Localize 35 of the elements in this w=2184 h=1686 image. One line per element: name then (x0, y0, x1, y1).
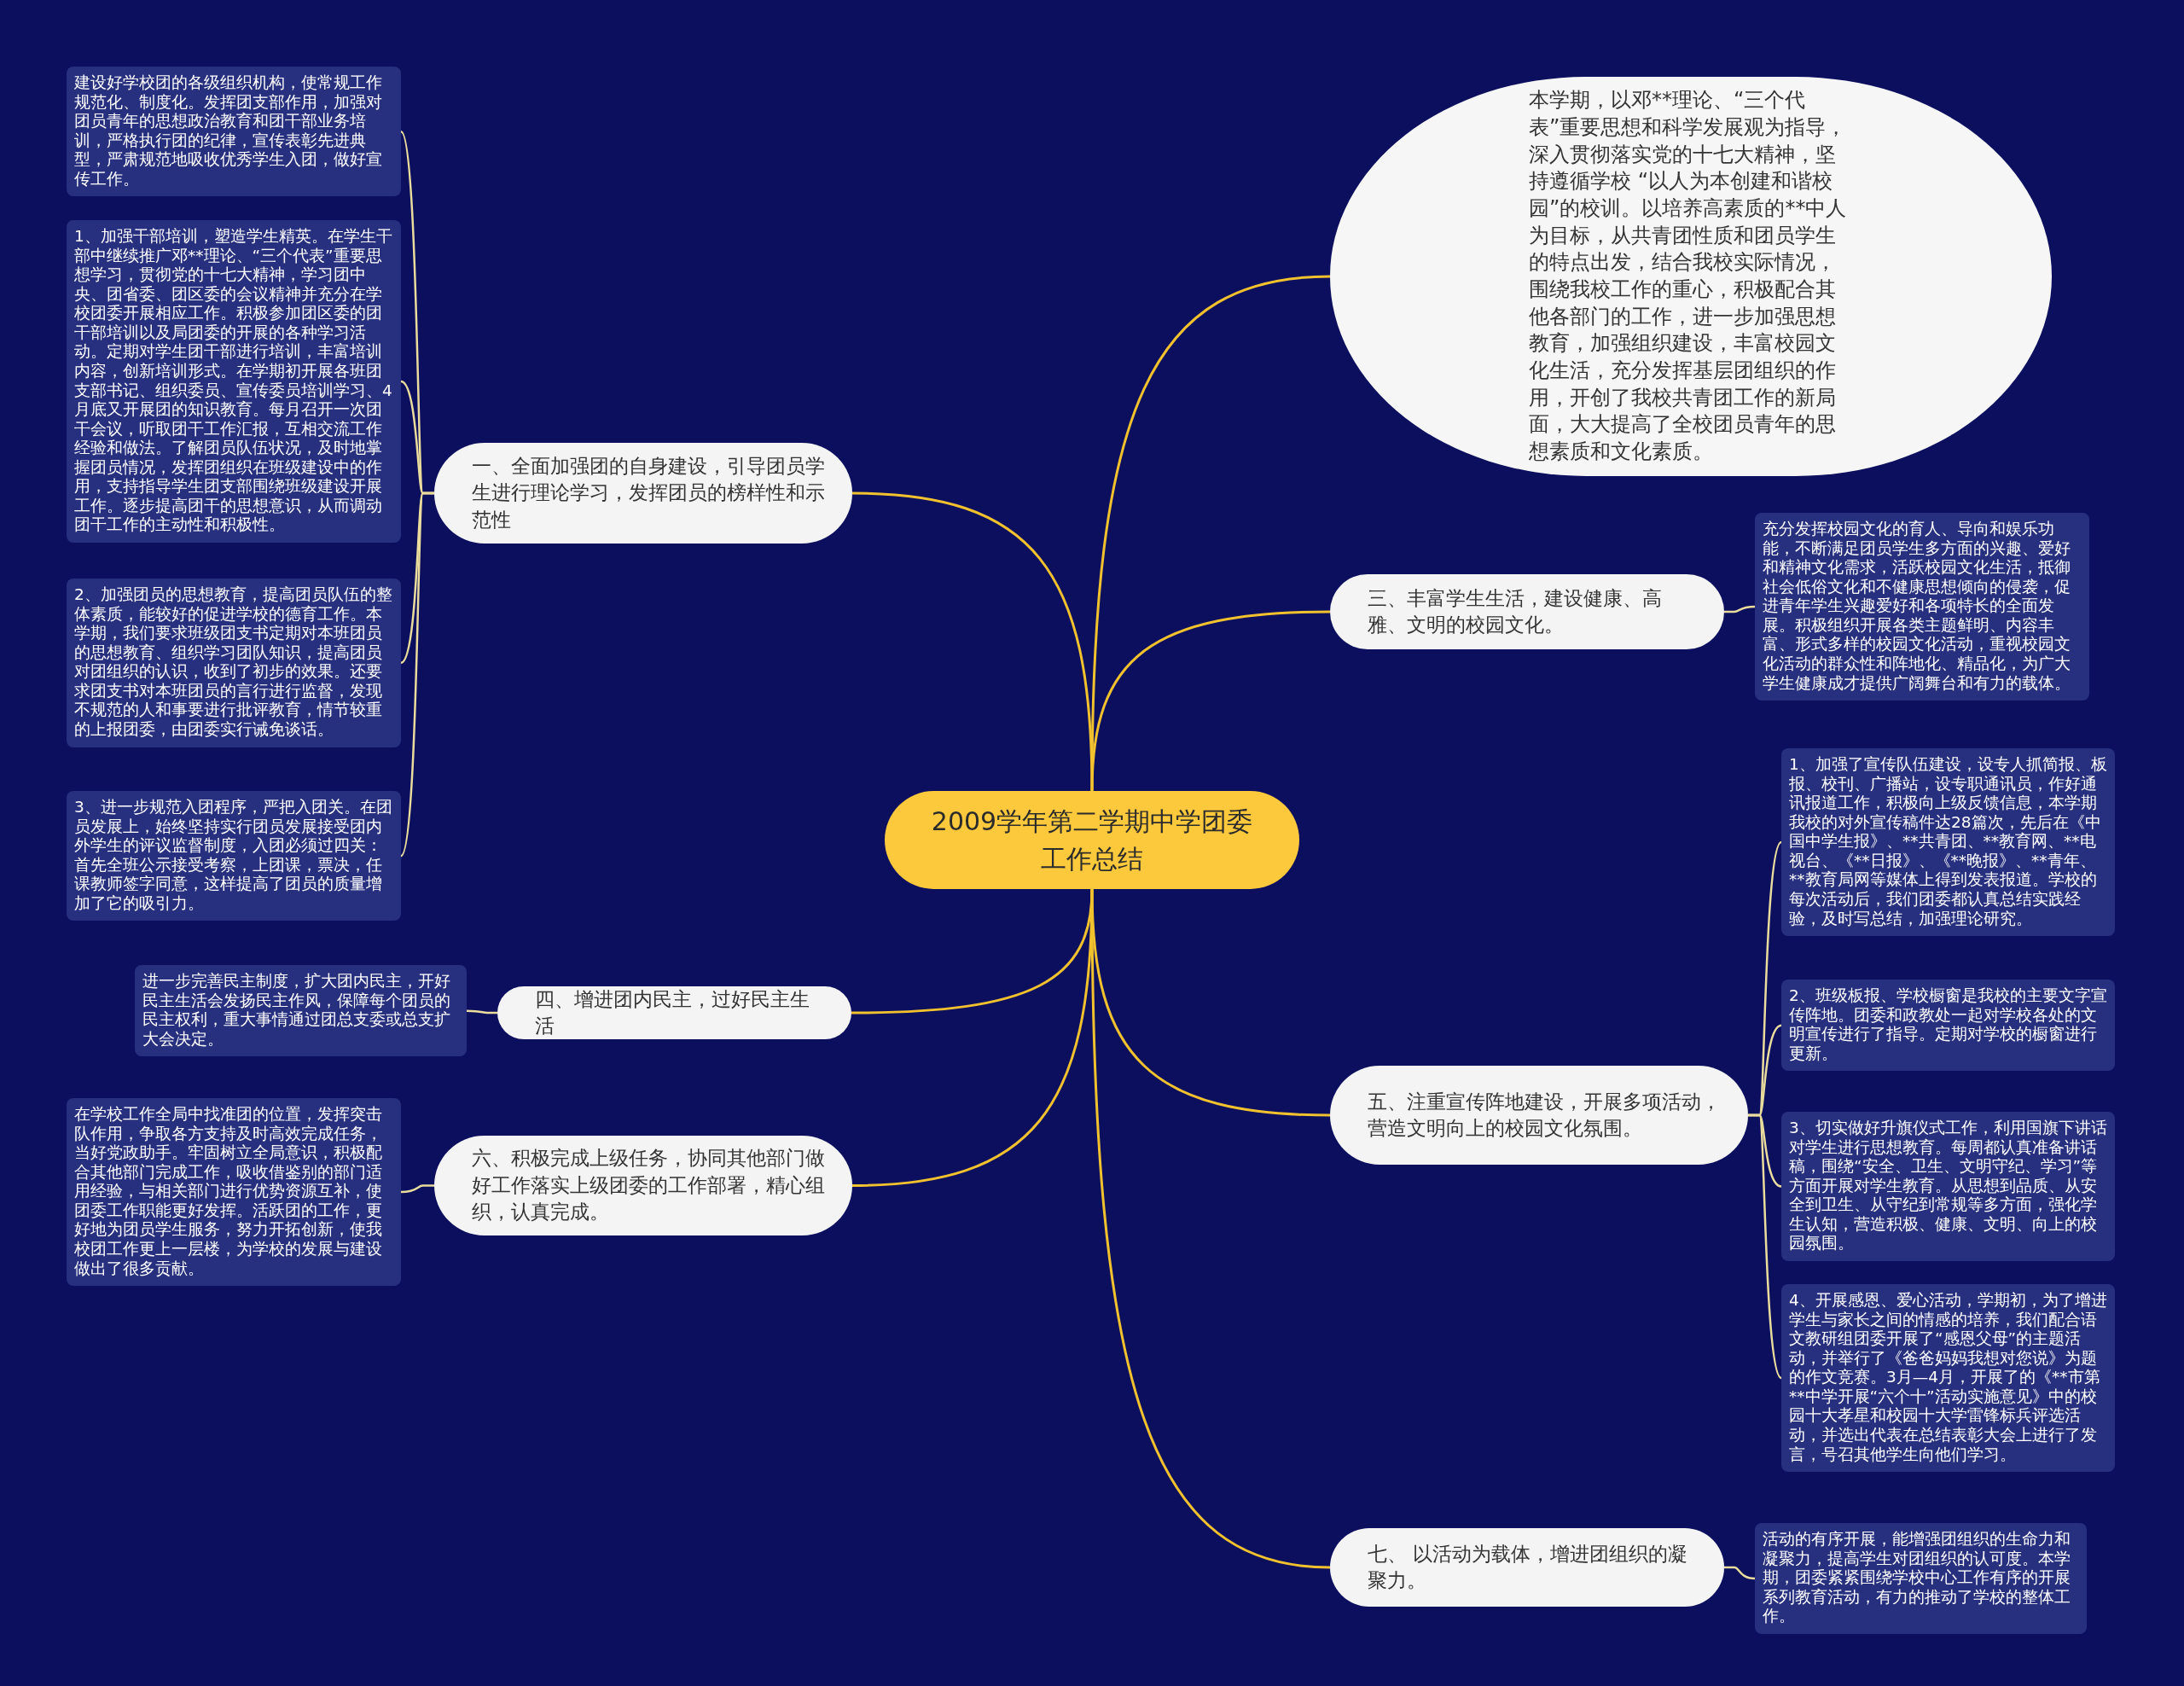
connector-line (1724, 605, 1756, 613)
node-text: 本学期，以邓**理论、“三个代表”重要思想和科学发展观为指导，深入贯彻落实党的十七大精神，坚持遵循学校 “以人为本创建和谐校园”的校训。以培养高素质的**中人为目标，从共青团性质和团员学生的特点出发，结合我校实际情况，围绕我校工作的重心，积极配合其他各部门的工作，进一步加强思想教育，加强组织建设，丰富校园文化生活，充分发挥基层团组织的作用，开创了我校共青团工作的新局面，大大提高了全校团员青年的思想素质和文化素质。 (1529, 87, 1848, 466)
node-text: 进一步完善民主制度，扩大团内民主，开好民主生活会发扬民主作风，保障每个团员的民主权利，重大事情通过团总支委或总支扩大会决定。 (142, 972, 451, 1049)
node-text: 三、丰富学生生活，建设健康、高雅、文明的校园文化。 (1368, 585, 1663, 637)
node-text: 3、切实做好升旗仪式工作，利用国旗下讲话对学生进行思想教育。每周都认真准备讲话稿，围绕“安全、卫生、文明守纪、学习”等方面开展对学生教育。从思想到品质、从安全到卫生、从守纪到常规等多方面，强化学生认知，营造积极、健康、文明、向上的校园氛围。 (1789, 1119, 2107, 1253)
node-text: 四、增进团内民主，过好民主生活 (535, 986, 810, 1038)
node-text: 七、 以活动为载体，增进团组织的凝聚力。 (1368, 1541, 1689, 1593)
node-text: 3、进一步规范入团程序，严把入团关。在团员发展上，始终坚持实行团员发展接受团内外学生的评议监督制度，入团必须过四关：首先全班公示接受考察，上团课，票决，任课教师签字同意，这样提高了团员的质量增加了它的吸引力。 (74, 798, 393, 914)
node-text: 在学校工作全局中找准团的位置，发挥突击队作用，争取各方支持及时高效完成任务，当好党政助手。牢固树立全局意识，积极配合其他部门完成工作，吸收借鉴别的部门适用经验，与相关部门进行优势资源互补，使团委工作职能更好发挥。活跃团的工作，更好地为团员学生服务，努力开拓创新，使我校团工作更上一层楼，为学校的发展与建设做出了很多贡献。 (74, 1105, 383, 1279)
detail-note (135, 965, 467, 1057)
detail-note (67, 67, 401, 197)
connector-line (467, 1009, 497, 1015)
node-text: 4、开展感恩、爱心活动，学期初，为了增进学生与家长之间的情感的培养，我们配合语文教研组团委开展了“感恩父母”的主题活动，并举行了《爸爸妈妈我想对您说》为题的作文竞赛。3月—4月，开展了的《**市第**中学开展“六个十”活动实施意见》中的校园十大孝星和校园十大学雷锋标兵评选活动，并选出代表在总结表彰大会上进行了发言，号召其他学生向他们学习。 (1789, 1291, 2107, 1465)
node-text: 六、积极完成上级任务，协同其他部门做好工作落实上级团委的工作部署，精心组织，认真完成。 (472, 1146, 826, 1225)
connector-line (1748, 1113, 1782, 1379)
node-text: 2、加强团员的思想教育，提高团员队伍的整体素质，能较好的促进学校的德育工作。本学期，我们要求班级团支书定期对本班团员的思想教育、组织学习团队知识，提高团员对团组织的认识，收到了初步的效果。还要求团支书对本班团员的言行进行监督，发现不规范的人和事要进行批评教育，情节较重的上报团委，由团委实行诫免谈话。 (74, 585, 393, 740)
node-text: 充分发挥校园文化的育人、导向和娱乐功能，不断满足团员学生多方面的兴趣、爱好和精神文化需求，活跃校园文化生活，抵御社会低俗文化和不健康思想倾向的侵袭，促进青年学生兴趣爱好和各项特长的全面发展。积极组织开展各类主题鲜明、内容丰富、形式多样的校园文化活动，重视校园文化活动的群众性和阵地化、精品化，为广大学生健康成才提供广阔舞台和有力的载体。 (1763, 520, 2071, 694)
node-text: 活动的有序开展，能增强团组织的生命力和凝聚力，提高学生对团组织的认可度。本学期，团委紧紧围绕学校中心工作有序的开展系列教育活动，有力的推动了学校的整体工作。 (1763, 1530, 2071, 1626)
connector-line (1724, 1566, 1756, 1580)
connector-line (1090, 610, 1331, 792)
node-text: 2009学年第二学期中学团委工作总结 (930, 805, 1254, 875)
node-text: 1、加强了宣传队伍建设，设专人抓简报、板报、校刊、广播站，设专职通讯员，作好通讯报道工作，积极向上级反馈信息，本学期我校的对外宣传稿件达28篇次，先后在《中国中学生报》、**共青团、**教育网、**电视台、《**日报》、《**晚报》、**青年、**教育局网等媒体上得到发表报道。学校的每次活动后，我们团委都认真总结实践经验，及时写总结，加强理论研究。 (1789, 755, 2107, 929)
connector-line (851, 888, 1094, 1187)
connector-line (1090, 275, 1331, 792)
connector-line (399, 491, 434, 857)
detail-note (67, 791, 401, 921)
connector-line (400, 1184, 434, 1194)
detail-note (1755, 1523, 2087, 1634)
connector-line (1090, 889, 1331, 1569)
node-text: 五、注重宣传阵地建设，开展多项活动，营造文明向上的校园文化氛围。 (1368, 1089, 1722, 1141)
node-text: 一、全面加强团的自身建设，引导团员学生进行理论学习，发挥团员的榜样性和示范性 (472, 453, 826, 532)
detail-note (1781, 980, 2115, 1072)
node-text: 2、班级板报、学校橱窗是我校的主要文字宣传阵地。团委和政教处一起对学校各处的文明宣传进行了指导。定期对学校的橱窗进行更新。 (1789, 986, 2107, 1064)
node-text: 1、加强干部培训，塑造学生精英。在学生干部中继续推广邓**理论、“三个代表”重要思想学习，贯彻党的十七大精神，学习团中央、团省委、团区委的会议精神并充分在学校团委开展相应工作。积极参加团区委的团干部培训以及局团委的开展的各种学习活动。定期对学生团干部进行培训，丰富培训内容，创新培训形式。在学期初开展各班团支部书记、组织委员、宣传委员培训学习、4月底又开展团的知识教育。每月召开一次团干会议，听取团干工作汇报，互相交流工作经验和做法。了解团员队伍状况，及时地掌握团员情况，发挥团组织在班级建设中的作用，支持指导学生团支部围绕班级建设开展工作。逐步提高团干的思想意识，从而调动团干工作的主动性和积极性。 (74, 227, 393, 535)
node-text: 建设好学校团的各级组织机构，使常规工作规范化、制度化。发挥团支部作用，加强对团员青年的思想政治教育和团干部业务培训，严格执行团的纪律，宣传表彰先进典型，严肃规范地吸收优秀学生入团，做好宣传工作。 (74, 73, 383, 189)
